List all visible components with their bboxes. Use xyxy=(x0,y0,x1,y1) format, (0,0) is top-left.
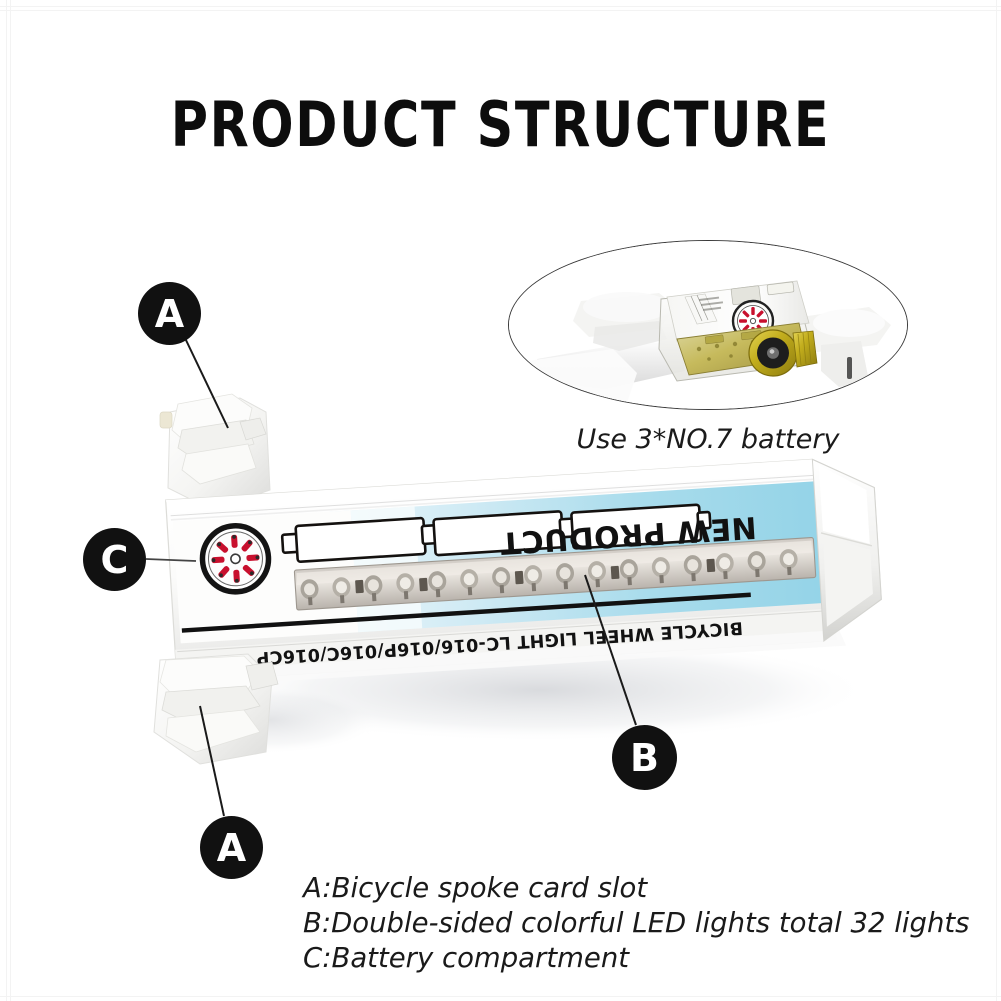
frame-line-bottom xyxy=(0,996,1001,997)
spoke-clip-bottom xyxy=(153,653,279,765)
leader-a-bottom xyxy=(199,705,225,817)
frame-line-right xyxy=(996,0,997,1001)
legend-list: A:Bicycle spoke card slot B:Double-sided… xyxy=(303,871,970,976)
led-strip xyxy=(293,537,817,611)
end-cap-right xyxy=(811,458,882,642)
wheel-light-svg: NEW PRODUCT BICYCLE WHEEL LIGHT LC-016/0… xyxy=(153,393,882,765)
frame-line-left xyxy=(6,0,7,1001)
callout-marker-a-bottom[interactable]: A xyxy=(200,816,263,879)
frame-line-top-2 xyxy=(0,10,1001,11)
frame-line-top xyxy=(0,6,1001,7)
wheel-badge xyxy=(199,523,272,595)
badge-dots xyxy=(211,534,260,583)
legend-item-b: B:Double-sided colorful LED lights total… xyxy=(303,906,970,939)
inset-oval-frame xyxy=(508,240,908,410)
leader-b xyxy=(584,574,637,726)
light-body: NEW PRODUCT BICYCLE WHEEL LIGHT LC-016/0… xyxy=(165,458,882,688)
battery-outline-group xyxy=(280,503,712,564)
page-title: PRODUCT STRUCTURE xyxy=(170,88,831,161)
leader-c xyxy=(145,558,197,562)
legend-item-a: A:Bicycle spoke card slot xyxy=(303,872,648,904)
battery-caption: Use 3*NO.7 battery xyxy=(576,424,840,455)
spoke-clip-top xyxy=(159,393,271,511)
battery-inset-photo xyxy=(508,240,908,410)
battery-compartment-illustration xyxy=(509,241,907,409)
legend-item-c: C:Battery compartment xyxy=(303,941,630,974)
callout-marker-c[interactable]: C xyxy=(83,528,146,591)
frame-line-left-2 xyxy=(10,0,11,1001)
product-illustration: NEW PRODUCT BICYCLE WHEEL LIGHT LC-016/0… xyxy=(120,360,920,810)
leader-a-top xyxy=(184,337,229,429)
callout-marker-b[interactable]: B xyxy=(612,725,677,790)
led-lamps xyxy=(300,549,798,606)
callout-marker-a-top[interactable]: A xyxy=(138,282,201,345)
